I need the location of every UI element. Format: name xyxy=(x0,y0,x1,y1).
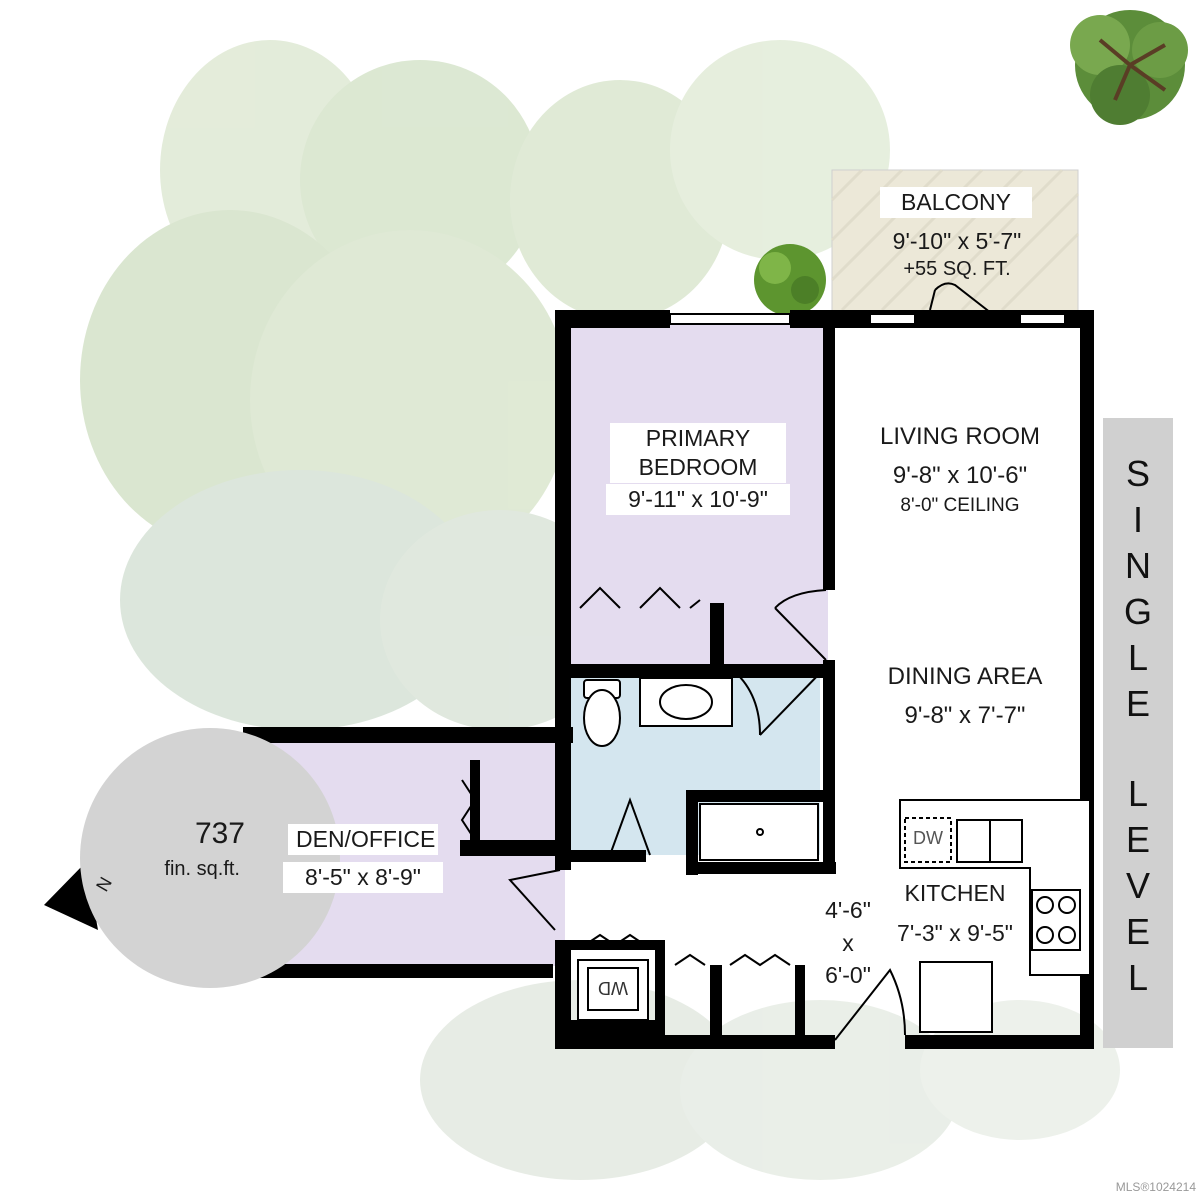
banner-letter: G xyxy=(1123,591,1152,632)
kitchen-dimensions: 7'-3" x 9'-5" xyxy=(897,920,1013,946)
dining-area-name: DINING AREA xyxy=(887,663,1043,690)
banner-letter: E xyxy=(1125,683,1150,724)
banner-letter: L xyxy=(1127,773,1149,814)
banner-letter: L xyxy=(1127,957,1149,998)
toilet-bowl-icon xyxy=(583,689,621,747)
bedroom-dimensions: 9'-11" x 10'-9" xyxy=(606,484,790,515)
den-door-swing xyxy=(508,869,561,931)
banner-letter: E xyxy=(1125,911,1150,952)
shrub-icon xyxy=(754,244,826,316)
bedroom-name-line1: PRIMARY xyxy=(610,423,786,454)
banner-letter: N xyxy=(1125,545,1151,586)
dining-area-dimensions: 9'-8" x 7'-7" xyxy=(904,702,1026,729)
living-room-name: LIVING ROOM xyxy=(879,423,1041,450)
den-name: DEN/OFFICE xyxy=(288,824,438,855)
bedroom-name-line2: BEDROOM xyxy=(610,452,786,483)
balcony-extra: +55 SQ. FT. xyxy=(903,258,1011,280)
banner-letter: E xyxy=(1125,819,1150,860)
mls-watermark: MLS®1024214 xyxy=(1115,1180,1196,1194)
total-area-unit: fin. sq.ft. xyxy=(164,858,240,880)
banner-letter: V xyxy=(1125,865,1150,906)
total-area-value: 737 xyxy=(194,817,245,850)
living-room-ceiling: 8'-0" CEILING xyxy=(900,495,1020,516)
balcony-door-swing xyxy=(929,282,1001,321)
area-badge xyxy=(80,728,340,988)
fridge-icon xyxy=(919,961,993,1033)
closet-floor xyxy=(776,590,828,668)
entry-door-swing xyxy=(834,968,906,1041)
washer-dryer-label: WD xyxy=(598,978,628,998)
entry-dim-line1: 4'-6" xyxy=(825,897,871,923)
bedroom-door-swing xyxy=(774,589,827,661)
banner-letter: I xyxy=(1132,499,1143,540)
entry-dim-line3: 6'-0" xyxy=(825,962,871,988)
kitchen-name: KITCHEN xyxy=(904,880,1006,906)
banner-letter: L xyxy=(1127,637,1149,678)
dishwasher-label: DW xyxy=(913,828,943,848)
dishwasher-outline xyxy=(904,817,952,863)
den-dimensions: 8'-5" x 8'-9" xyxy=(283,862,443,893)
single-level-banner: S I N G L E L E V E L xyxy=(1103,418,1173,1048)
tree-icon xyxy=(1070,10,1188,125)
balcony-dimensions: 9'-10" x 5'-7" xyxy=(892,228,1022,254)
balcony-name: BALCONY xyxy=(880,187,1032,218)
sink-icon xyxy=(659,684,713,720)
entry-dim-line2: x xyxy=(842,930,854,956)
bath-entry-door-swing xyxy=(609,797,651,856)
bathroom-door-swing xyxy=(734,669,824,736)
banner-letter: S xyxy=(1125,453,1150,494)
living-room-dimensions: 9'-8" x 10'-6" xyxy=(892,462,1028,489)
